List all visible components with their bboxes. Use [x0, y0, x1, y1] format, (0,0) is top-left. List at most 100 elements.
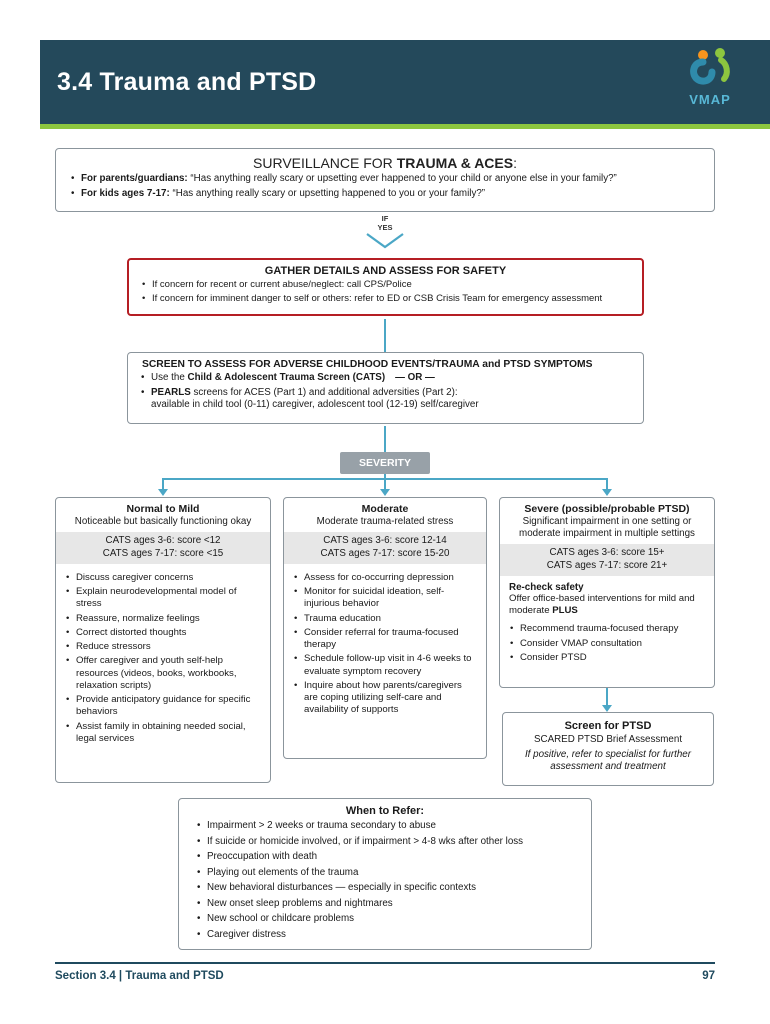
bullet-item: Reassure, normalize feelings	[65, 613, 262, 626]
bullet-item: For parents/guardians: “Has anything rea…	[70, 173, 700, 186]
connector-screen-severity	[384, 426, 386, 452]
column-severe: Severe (possible/probable PTSD) Signific…	[499, 497, 715, 688]
surveillance-title-post: :	[513, 155, 517, 171]
bullet-bold: Child & Adolescent Trauma Screen (CATS)	[187, 372, 386, 383]
column-subtitle: Significant impairment in one setting or…	[519, 516, 695, 540]
safety-box: GATHER DETAILS AND ASSESS FOR SAFETY If …	[127, 258, 644, 316]
bullet-item: Offer caregiver and youth self-help reso…	[65, 655, 262, 692]
ptsd-note: If positive, refer to specialist for fur…	[524, 748, 692, 773]
column-list: Assess for co-occurring depression Monit…	[284, 564, 486, 723]
surveillance-title: SURVEILLANCE FOR TRAUMA & ACES:	[70, 155, 700, 171]
bullet-item: If concern for imminent danger to self o…	[141, 293, 630, 305]
footer-section-label: Section 3.4 | Trauma and PTSD	[55, 970, 224, 982]
severity-badge: SEVERITY	[340, 452, 430, 474]
score-line: CATS ages 7-17: score 15-20	[320, 547, 450, 559]
bullet-item: Consider referral for trauma-focused the…	[293, 627, 478, 652]
bullet-text: Use the	[151, 372, 188, 383]
vmap-logo-text: VMAP	[689, 92, 731, 107]
column-title: Moderate	[361, 503, 409, 515]
score-line: CATS ages 3-6: score <12	[105, 535, 221, 547]
connector-severe-ptsd	[606, 688, 608, 706]
offer-text: Offer office-based interventions for mil…	[509, 592, 695, 617]
page-header: 3.4 Trauma and PTSD VMAP	[40, 40, 770, 124]
connector-branch-middle	[384, 478, 386, 489]
offer-interventions-text: Offer office-based interventions for mil…	[509, 593, 705, 618]
connector-safety-screen	[384, 319, 386, 352]
ptsd-title: Screen for PTSD	[564, 720, 652, 732]
arrowhead-ptsd-icon	[602, 705, 612, 712]
score-line: CATS ages 3-6: score 12-14	[323, 535, 447, 547]
column-normal-mild: Normal to Mild Noticeable but basically …	[55, 497, 271, 783]
surveillance-list: For parents/guardians: “Has anything rea…	[70, 173, 700, 200]
bullet-text: “Has anything really scary or upsetting …	[169, 187, 486, 199]
column-head: Severe (possible/probable PTSD) Signific…	[500, 498, 714, 544]
bullet-item: Playing out elements of the trauma	[196, 867, 579, 880]
surveillance-box: SURVEILLANCE FOR TRAUMA & ACES: For pare…	[55, 148, 715, 212]
bullet-text: screens for ACES (Part 1) and additional…	[190, 386, 458, 398]
bullet-item: Recommend trauma-focused therapy	[509, 623, 706, 636]
safety-list: If concern for recent or current abuse/n…	[141, 279, 630, 305]
column-subtitle: Moderate trauma-related stress	[316, 516, 454, 527]
bullet-item: If concern for recent or current abuse/n…	[141, 279, 630, 291]
bullet-lead: For parents/guardians:	[81, 173, 188, 184]
score-band: CATS ages 3-6: score 12-14 CATS ages 7-1…	[284, 532, 486, 564]
column-list: Discuss caregiver concerns Explain neuro…	[56, 564, 270, 751]
column-list: Recommend trauma-focused therapy Conside…	[500, 618, 714, 670]
bullet-item: If suicide or homicide involved, or if i…	[196, 836, 579, 849]
ptsd-assessment: SCARED PTSD Brief Assessment	[533, 734, 683, 745]
if-yes-label: IF YES	[363, 214, 407, 232]
bullet-text-line2: available in child tool (0-11) caregiver…	[151, 399, 479, 411]
bullet-item: Provide anticipatory guidance for specif…	[65, 694, 262, 719]
bullet-item: Caregiver distress	[196, 929, 579, 942]
score-line: CATS ages 7-17: score 21+	[546, 560, 668, 572]
down-arrow-icon	[366, 233, 404, 249]
screen-box: SCREEN TO ASSESS FOR ADVERSE CHILDHOOD E…	[127, 352, 644, 424]
score-line: CATS ages 3-6: score 15+	[549, 547, 665, 559]
column-subtitle: Noticeable but basically functioning oka…	[74, 516, 252, 527]
arrowhead-left-icon	[158, 489, 168, 496]
bullet-item: Preoccupation with death	[196, 851, 579, 864]
bullet-item: Schedule follow-up visit in 4-6 weeks to…	[293, 653, 478, 678]
screen-list: Use the Child & Adolescent Trauma Screen…	[140, 372, 631, 412]
bullet-item: Consider PTSD	[509, 652, 706, 665]
arrowhead-middle-icon	[380, 489, 390, 496]
recheck-safety-label: Re-check safety	[509, 581, 584, 593]
header-accent-rule	[40, 124, 770, 129]
connector-branch-left	[162, 478, 164, 489]
vmap-people-icon	[690, 48, 730, 85]
offer-plus: PLUS	[552, 605, 578, 617]
column-head: Moderate Moderate trauma-related stress	[284, 498, 486, 532]
column-head: Normal to Mild Noticeable but basically …	[56, 498, 270, 532]
bullet-item: New school or childcare problems	[196, 913, 579, 926]
column-moderate: Moderate Moderate trauma-related stress …	[283, 497, 487, 759]
if-label: IF	[381, 214, 389, 223]
column-title: Severe (possible/probable PTSD)	[524, 503, 690, 515]
column-title: Normal to Mild	[126, 503, 200, 515]
bullet-item: Trauma education	[293, 613, 478, 626]
ptsd-screen-box: Screen for PTSD SCARED PTSD Brief Assess…	[502, 712, 714, 786]
bullet-lead: For kids ages 7-17:	[81, 187, 170, 199]
safety-title: GATHER DETAILS AND ASSESS FOR SAFETY	[264, 265, 507, 277]
score-line: CATS ages 7-17: score <15	[102, 547, 224, 559]
bullet-item: Assess for co-occurring depression	[293, 572, 478, 585]
footer-page-number: 97	[702, 970, 715, 982]
refer-list: Impairment > 2 weeks or trauma secondary…	[191, 820, 579, 941]
surveillance-title-bold: TRAUMA & ACES	[396, 155, 514, 171]
bullet-item: Assist family in obtaining needed social…	[65, 721, 262, 746]
bullet-item: Inquire about how parents/caregivers are…	[293, 680, 478, 717]
if-yes-connector: IF YES	[363, 214, 407, 255]
bullet-item: For kids ages 7-17: “Has anything really…	[70, 188, 700, 201]
refer-title: When to Refer:	[345, 805, 425, 817]
bullet-item: Reduce stressors	[65, 641, 262, 654]
bullet-item: Correct distorted thoughts	[65, 627, 262, 640]
screen-title: SCREEN TO ASSESS FOR ADVERSE CHILDHOOD E…	[142, 359, 593, 370]
yes-label: YES	[377, 222, 393, 232]
connector-severity-stub	[384, 474, 386, 479]
bullet-item: New behavioral disturbances — especially…	[196, 882, 579, 895]
bullet-bold: PEARLS	[151, 386, 191, 398]
bullet-item: PEARLS screens for ACES (Part 1) and add…	[140, 387, 631, 412]
page-title: 3.4 Trauma and PTSD	[57, 67, 317, 96]
bullet-item: Explain neurodevelopmental model of stre…	[65, 586, 262, 611]
vmap-logo: VMAP	[680, 48, 740, 107]
